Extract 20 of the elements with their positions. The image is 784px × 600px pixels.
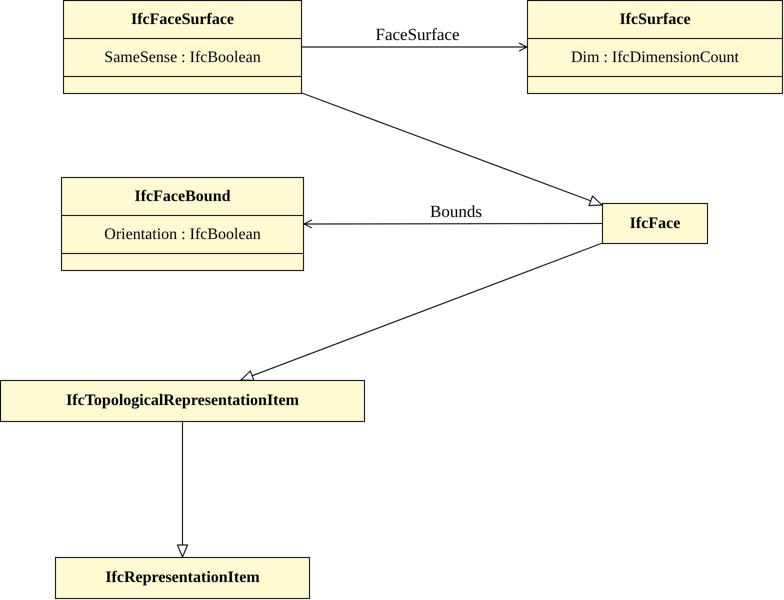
class-name: IfcFaceBound <box>62 178 303 216</box>
class-name: IfcRepresentationItem <box>104 568 261 588</box>
class-name: IfcFace <box>628 214 682 234</box>
class-box <box>602 203 708 244</box>
class-box <box>61 177 304 271</box>
arrow <box>240 242 602 381</box>
class-box <box>527 0 783 94</box>
class-box <box>0 380 365 422</box>
class-attribute: SameSense : IfcBoolean <box>64 39 301 77</box>
class-box <box>63 0 302 94</box>
class-name: IfcFaceSurface <box>64 1 301 39</box>
class-name: IfcTopologicalRepresentationItem <box>65 391 300 411</box>
arrow <box>302 42 528 52</box>
arrow <box>177 422 188 558</box>
arrow <box>304 219 602 228</box>
class-box <box>55 557 310 599</box>
arrow <box>302 92 602 206</box>
class-name: IfcSurface <box>528 1 782 39</box>
class-attribute: Dim : IfcDimensionCount <box>528 39 782 77</box>
class-attribute: Orientation : IfcBoolean <box>62 216 303 254</box>
